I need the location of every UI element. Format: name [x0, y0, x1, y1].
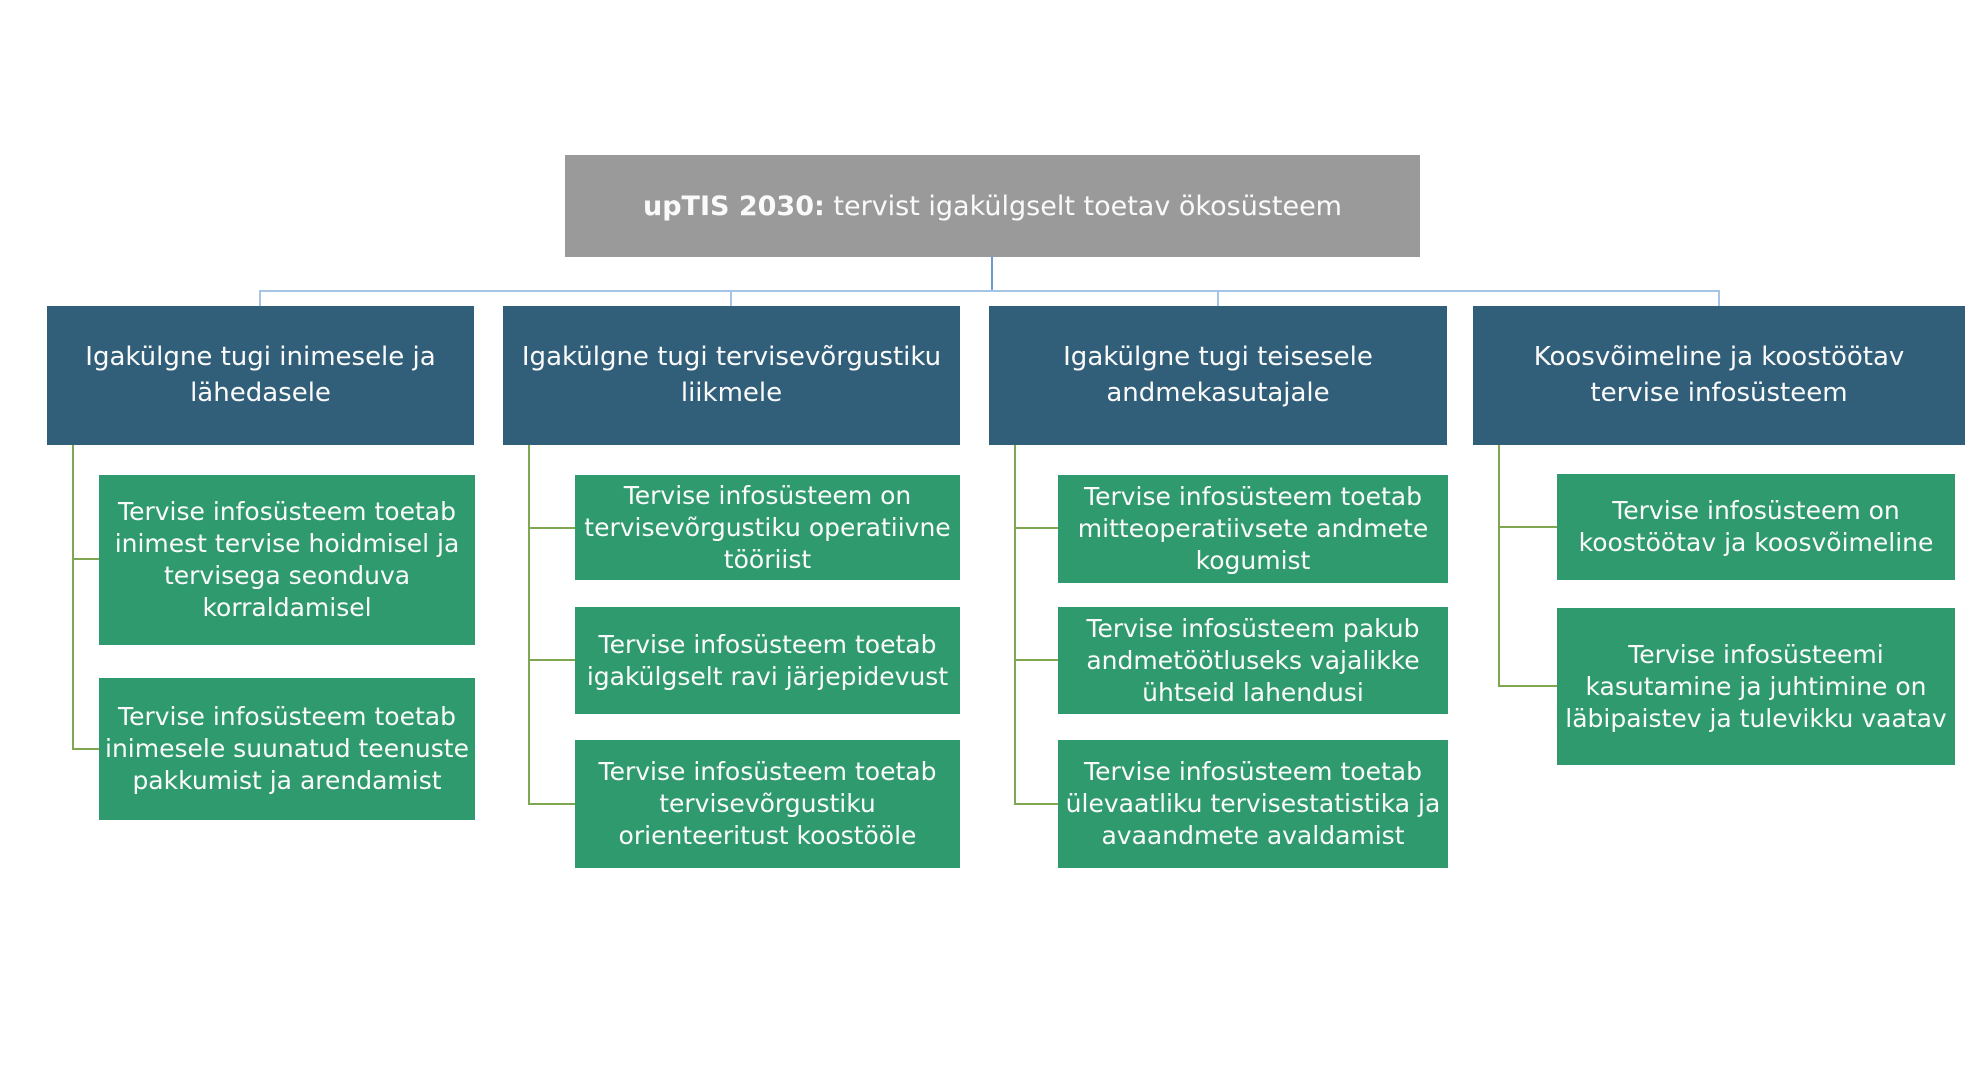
leaf-node-4-2: Tervise infosüsteemi kasutamine ja juhti… — [1557, 608, 1955, 765]
leaf-node-3-3-label: Tervise infosüsteem toetab ülevaatliku t… — [1065, 757, 1441, 850]
leaf-node-3-2-label: Tervise infosüsteem pakub andmetöötlusek… — [1086, 613, 1420, 707]
connector-stub-3 — [1217, 290, 1219, 306]
connector-stub-2 — [730, 290, 732, 306]
root-node-label-rest: tervist igakülgselt toetav ökosüsteem — [824, 190, 1342, 222]
connector-col1-branch-1 — [72, 558, 99, 560]
root-node-label-bold: upTIS 2030: — [643, 190, 825, 222]
connector-title-drop — [991, 257, 993, 291]
leaf-node-2-1-label: Tervise infosüsteem on tervisevõrgustiku… — [584, 480, 951, 574]
leaf-node-3-2: Tervise infosüsteem pakub andmetöötlusek… — [1058, 607, 1448, 714]
connector-stub-1 — [259, 290, 261, 306]
connector-col4-branch-1 — [1498, 526, 1557, 528]
leaf-node-1-1-label: Tervise infosüsteem toetab inimest tervi… — [114, 497, 460, 622]
pillar-header-2: Igakülgne tugi tervisevõrgustiku liikmel… — [503, 306, 960, 445]
connector-col1-branch-2 — [72, 748, 99, 750]
connector-col3-branch-2 — [1014, 659, 1058, 661]
pillar-header-4: Koosvõimeline ja koostöötav tervise info… — [1473, 306, 1965, 445]
leaf-node-1-2: Tervise infosüsteem toetab inimesele suu… — [99, 678, 475, 820]
leaf-node-2-2: Tervise infosüsteem toetab igakülgselt r… — [575, 607, 960, 714]
pillar-header-3-label: Igakülgne tugi teisesele andmekasutajale — [1063, 342, 1373, 408]
leaf-node-4-2-label: Tervise infosüsteemi kasutamine ja juhti… — [1565, 639, 1947, 733]
leaf-node-2-3-label: Tervise infosüsteem toetab tervisevõrgus… — [598, 757, 937, 850]
leaf-node-3-1: Tervise infosüsteem toetab mitteoperatii… — [1058, 475, 1448, 583]
leaf-node-1-2-label: Tervise infosüsteem toetab inimesele suu… — [105, 702, 469, 795]
connector-col2-vertical — [528, 445, 530, 805]
connector-rail — [259, 290, 1719, 292]
connector-col3-branch-3 — [1014, 803, 1058, 805]
leaf-node-3-3: Tervise infosüsteem toetab ülevaatliku t… — [1058, 740, 1448, 868]
leaf-node-3-1-label: Tervise infosüsteem toetab mitteoperatii… — [1077, 482, 1429, 575]
connector-col2-branch-2 — [528, 659, 575, 661]
connector-col3-branch-1 — [1014, 527, 1058, 529]
pillar-header-1: Igakülgne tugi inimesele ja lähedasele — [47, 306, 474, 445]
leaf-node-1-1: Tervise infosüsteem toetab inimest tervi… — [99, 475, 475, 645]
leaf-node-4-1: Tervise infosüsteem on koostöötav ja koo… — [1557, 474, 1955, 580]
connector-stub-4 — [1718, 290, 1720, 306]
pillar-header-3: Igakülgne tugi teisesele andmekasutajale — [989, 306, 1447, 445]
connector-col4-branch-2 — [1498, 685, 1557, 687]
pillar-header-2-label: Igakülgne tugi tervisevõrgustiku liikmel… — [521, 342, 942, 408]
root-node-label: upTIS 2030: tervist igakülgselt toetav ö… — [643, 191, 1342, 222]
connector-col4-vertical — [1498, 445, 1500, 687]
leaf-node-4-1-label: Tervise infosüsteem on koostöötav ja koo… — [1578, 496, 1934, 557]
leaf-node-2-1: Tervise infosüsteem on tervisevõrgustiku… — [575, 475, 960, 580]
pillar-header-4-label: Koosvõimeline ja koostöötav tervise info… — [1533, 342, 1905, 408]
root-node: upTIS 2030: tervist igakülgselt toetav ö… — [565, 155, 1420, 257]
leaf-node-2-2-label: Tervise infosüsteem toetab igakülgselt r… — [586, 629, 949, 691]
connector-col3-vertical — [1014, 445, 1016, 805]
pillar-header-1-label: Igakülgne tugi inimesele ja lähedasele — [85, 342, 436, 408]
connector-col2-branch-1 — [528, 527, 575, 529]
connector-col2-branch-3 — [528, 803, 575, 805]
leaf-node-2-3: Tervise infosüsteem toetab tervisevõrgus… — [575, 740, 960, 868]
connector-col1-vertical — [72, 445, 74, 750]
